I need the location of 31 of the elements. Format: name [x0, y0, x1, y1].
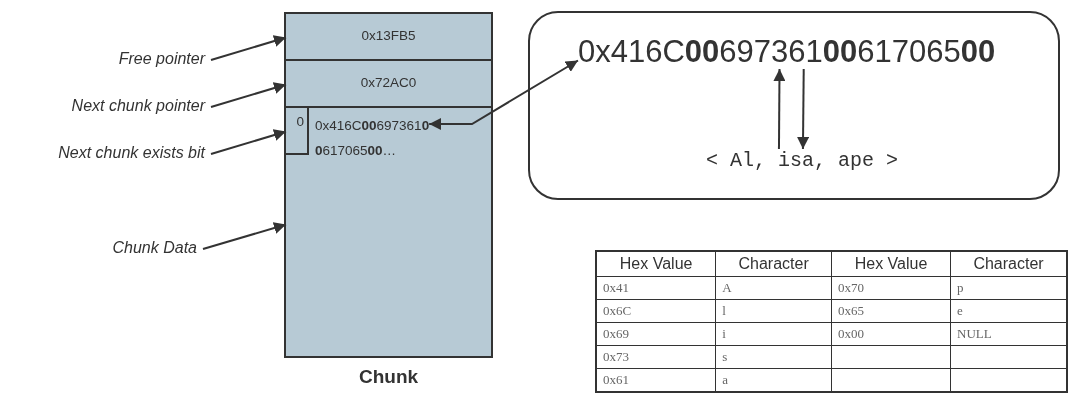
table-cell: 0x65	[831, 299, 951, 323]
callout-label: Next chunk exists bit	[58, 143, 205, 163]
arrow	[202, 222, 287, 250]
column-header: Character	[715, 251, 832, 277]
table-cell: l	[715, 299, 832, 323]
arrow	[428, 59, 579, 130]
hex-string: 0x416C006973610061706500	[578, 35, 996, 69]
arrow	[797, 68, 810, 150]
callout-label: Chunk Data	[112, 238, 197, 258]
rounded-panel	[528, 11, 1060, 200]
column-header: Hex Value	[596, 251, 716, 277]
bit-field: 0	[286, 108, 309, 155]
table-cell: 0x00	[831, 322, 951, 346]
table-cell: 0x6C	[596, 299, 716, 323]
table-cell: 0x73	[596, 345, 716, 369]
column-header: Hex Value	[831, 251, 951, 277]
callout-label: Next chunk pointer	[71, 96, 205, 116]
chunk-title: Chunk	[358, 366, 419, 388]
table-cell: i	[715, 322, 832, 346]
tuple-text: < Al, isa, ape >	[706, 149, 898, 173]
arrow	[210, 82, 287, 108]
hex-text: 0x416C006973610 061706500…	[315, 113, 430, 163]
table-cell: 0x70	[831, 276, 951, 300]
table-cell: 0x41	[596, 276, 716, 300]
callout-label: Free pointer	[118, 49, 205, 69]
arrow	[773, 68, 786, 150]
arrow	[210, 129, 287, 155]
arrow	[210, 35, 287, 61]
table-cell: A	[715, 276, 832, 300]
table-cell: 0x69	[596, 322, 716, 346]
table-cell: s	[715, 345, 832, 369]
